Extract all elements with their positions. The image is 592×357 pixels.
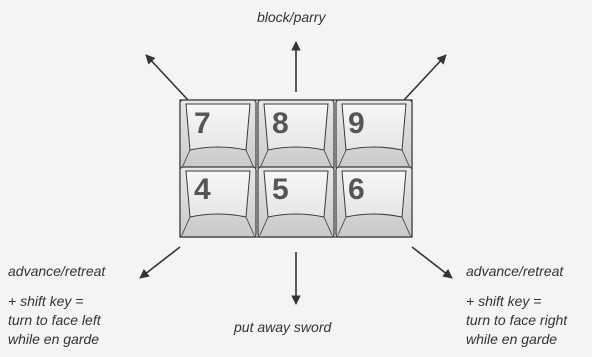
label-en-garde-left: while en garde [8, 331, 100, 347]
key-7-label: 7 [194, 107, 211, 140]
key-8: 8 [257, 99, 335, 171]
arrow-down-right [411, 246, 453, 279]
key-9: 9 [335, 99, 413, 171]
arrow-up-right [403, 54, 447, 101]
key-4-label: 4 [194, 173, 211, 206]
label-en-garde-right: while en garde [466, 331, 558, 347]
label-shift-right: + shift key = [466, 293, 542, 309]
label-block-parry: block/parry [257, 9, 326, 25]
label-advance-retreat-right: advance/retreat [466, 263, 564, 279]
label-turn-left: turn to face left [8, 312, 101, 328]
arrow-up-left [145, 54, 189, 101]
key-5: 5 [257, 166, 335, 238]
label-shift-left: + shift key = [8, 293, 84, 309]
label-advance-retreat-left: advance/retreat [8, 263, 106, 279]
arrow-down-left [139, 246, 181, 279]
key-8-label: 8 [272, 107, 289, 140]
label-put-away-sword: put away sword [234, 319, 332, 335]
key-9-label: 9 [348, 107, 365, 140]
key-4: 4 [179, 166, 257, 238]
key-6: 6 [335, 166, 413, 238]
key-7: 7 [179, 99, 257, 171]
key-6-label: 6 [348, 173, 365, 206]
label-turn-right: turn to face right [466, 312, 568, 328]
key-5-label: 5 [272, 173, 289, 206]
